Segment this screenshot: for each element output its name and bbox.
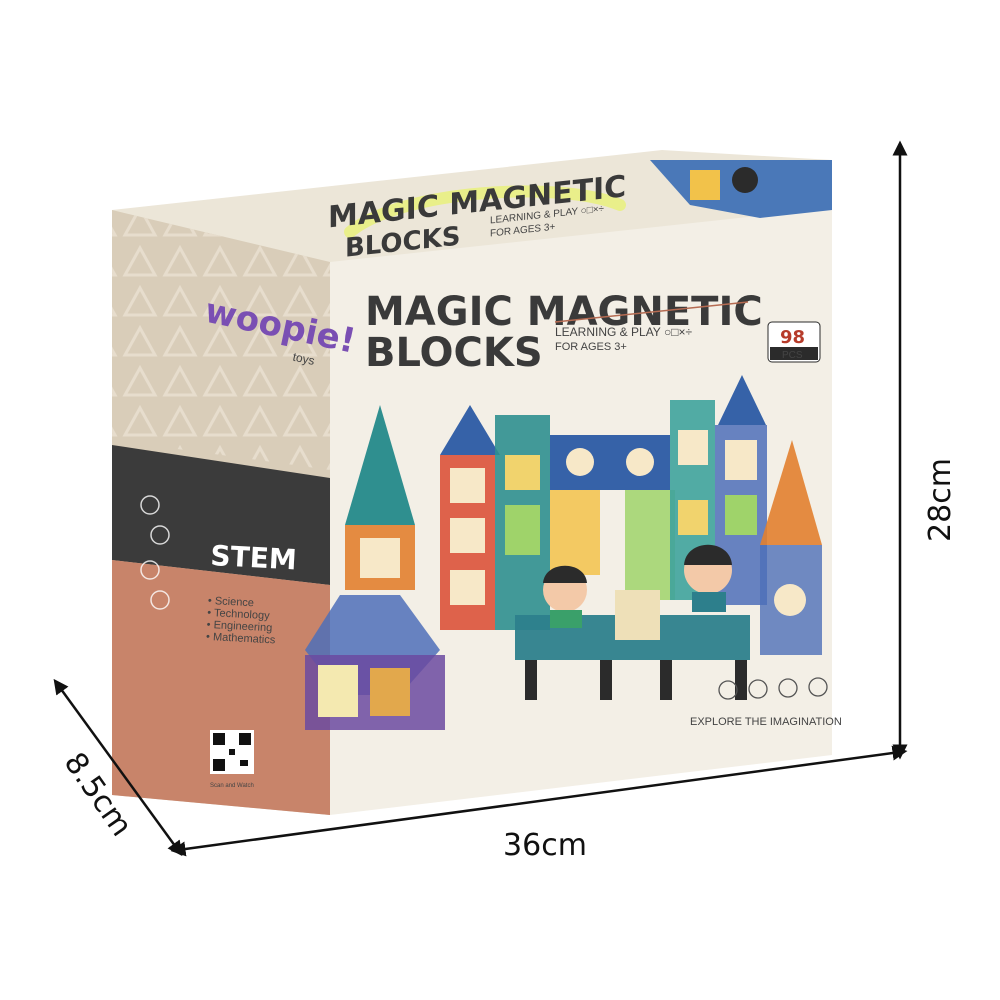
box-handle (344, 185, 626, 238)
stem-heading: STEM (210, 539, 298, 576)
explore-text: EXPLORE THE IMAGINATION (690, 716, 842, 728)
figure-girl (543, 565, 587, 628)
stem-item: • Technology (207, 607, 270, 622)
block-castle-image (305, 375, 822, 730)
stem-panel: STEM • Science • Technology • Engineerin… (140, 495, 298, 647)
box-top-face (112, 150, 832, 270)
ages: FOR AGES 3+ (555, 341, 627, 353)
stem-item: • Mathematics (206, 631, 276, 647)
feature-icons (718, 677, 828, 700)
stem-icons (140, 495, 170, 610)
brand-sub: toys (291, 350, 315, 368)
title-line1: MAGIC MAGNETIC (365, 289, 763, 335)
dimension-height: 28cm (892, 140, 958, 760)
stem-item: • Engineering (206, 619, 272, 634)
stem-band (112, 445, 330, 585)
piece-count-badge: 98 PCS (767, 321, 821, 363)
title-line2: BLOCKS (365, 330, 543, 376)
tagline: LEARNING & PLAY ○□×÷ (555, 325, 692, 339)
front-title: MAGIC MAGNETIC BLOCKS LEARNING & PLAY ○□… (365, 289, 763, 376)
figure-boy (684, 544, 732, 612)
top-face-image (650, 160, 832, 218)
width-label: 36cm (503, 828, 587, 863)
height-label: 28cm (923, 458, 958, 542)
dimension-width: 36cm (170, 745, 908, 863)
piece-unit: PCS (782, 350, 803, 361)
scan-label: Scan and Watch (210, 783, 254, 789)
piece-count: 98 (780, 327, 805, 348)
stem-item: • Science (208, 595, 255, 609)
